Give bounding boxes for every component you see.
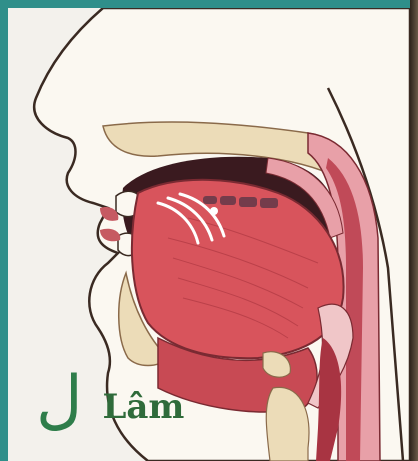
letter-caption: ل Lâm: [36, 368, 184, 432]
articulation-point-marker: [210, 207, 218, 215]
arabic-letter: ل: [36, 368, 83, 432]
letter-name: Lâm: [103, 390, 185, 424]
frame-shadow: [410, 0, 418, 461]
illustration-card: ل Lâm: [8, 8, 410, 461]
